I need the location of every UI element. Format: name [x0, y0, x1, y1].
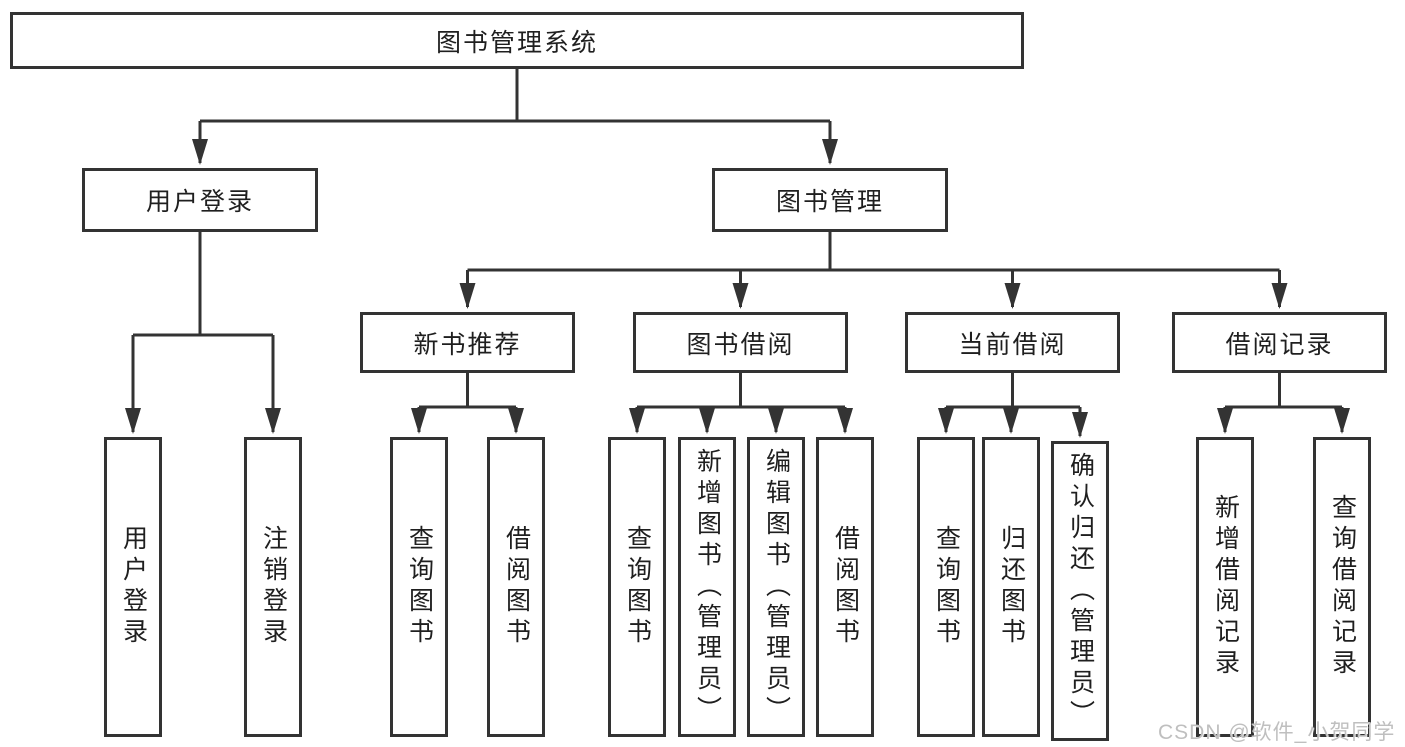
node-new-book-recommend: 新书推荐: [360, 312, 575, 373]
node-label: 借阅记录: [1225, 330, 1334, 359]
leaf-borrow-edit-book-admin: 编辑图书（管理员）: [747, 437, 805, 737]
node-label: 注销登录: [259, 525, 288, 649]
csdn-watermark: CSDN @软件_小贺同学: [1158, 721, 1396, 744]
node-book-management: 图书管理: [712, 168, 948, 232]
node-label: 确认归还（管理员）: [1066, 451, 1095, 731]
node-label: 新增图书（管理员）: [693, 447, 722, 727]
node-label: 图书管理系统: [435, 28, 598, 57]
node-label: 图书管理: [775, 188, 884, 216]
leaf-current-return-book: 归还图书: [982, 437, 1040, 737]
leaf-borrow-query-book: 查询图书: [608, 437, 666, 737]
node-library-management-system: 图书管理系统: [10, 12, 1024, 69]
leaf-newrec-borrow-book: 借阅图书: [487, 437, 545, 737]
node-book-borrow: 图书借阅: [633, 312, 848, 373]
node-label: 借阅图书: [831, 525, 860, 649]
node-current-borrow: 当前借阅: [905, 312, 1120, 373]
leaf-records-query-record: 查询借阅记录: [1313, 437, 1371, 737]
leaf-newrec-query-book: 查询图书: [390, 437, 448, 737]
node-label: 用户登录: [119, 525, 148, 649]
node-label: 图书借阅: [686, 330, 795, 359]
leaf-records-add-record: 新增借阅记录: [1196, 437, 1254, 737]
node-label: 新书推荐: [413, 330, 522, 359]
leaf-current-query-book: 查询图书: [917, 437, 975, 737]
node-label: 查询借阅记录: [1328, 494, 1357, 680]
leaf-user-login: 用户登录: [104, 437, 162, 737]
node-label: 查询图书: [932, 525, 961, 649]
node-label: 查询图书: [623, 525, 652, 649]
node-label: 借阅图书: [502, 525, 531, 649]
node-borrow-records: 借阅记录: [1172, 312, 1387, 373]
node-user-login: 用户登录: [82, 168, 318, 232]
leaf-logout: 注销登录: [244, 437, 302, 737]
node-label: 当前借阅: [958, 330, 1067, 359]
node-label: 归还图书: [997, 525, 1026, 649]
leaf-borrow-borrow-book: 借阅图书: [816, 437, 874, 737]
node-label: 用户登录: [145, 188, 254, 216]
node-label: 编辑图书（管理员）: [762, 447, 791, 727]
leaf-current-confirm-return-admin: 确认归还（管理员）: [1051, 441, 1109, 741]
node-label: 新增借阅记录: [1211, 494, 1240, 680]
node-label: 查询图书: [405, 525, 434, 649]
leaf-borrow-add-book-admin: 新增图书（管理员）: [678, 437, 736, 737]
